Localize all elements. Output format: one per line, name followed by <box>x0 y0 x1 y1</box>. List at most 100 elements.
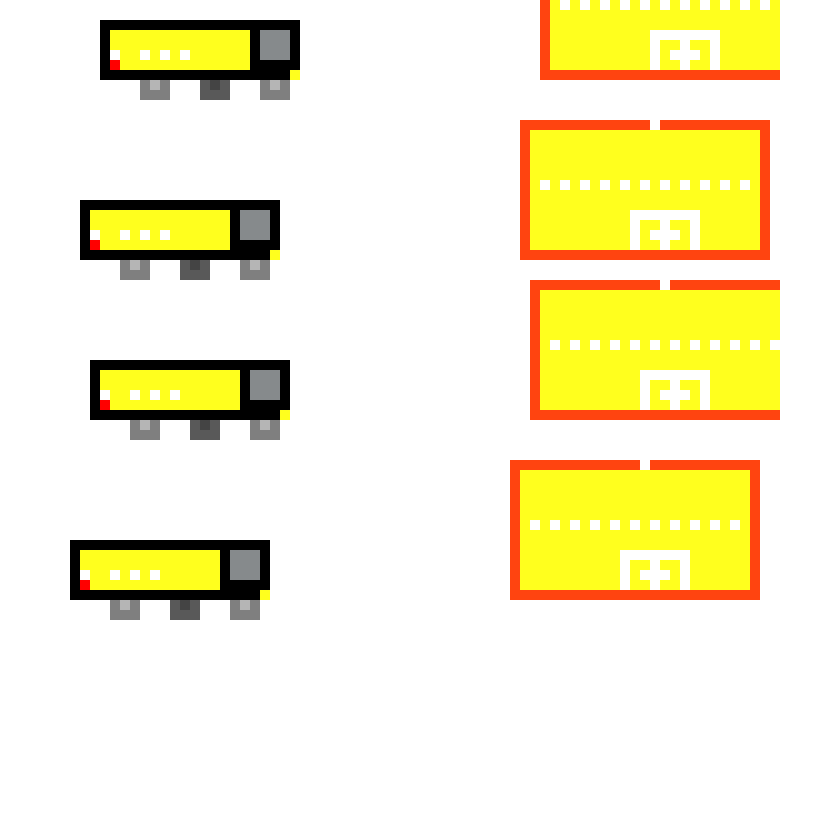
bus-wheel <box>190 420 220 440</box>
bus-wheel <box>120 260 150 280</box>
bus-cab-window <box>240 210 270 240</box>
depot-trim-dot <box>670 340 680 350</box>
depot-trim-dot <box>580 0 590 10</box>
depot-trim-dot <box>650 340 660 350</box>
bus-window <box>140 230 150 240</box>
bus-window <box>140 50 150 60</box>
bus-window <box>120 230 130 240</box>
cross-door-icon[interactable] <box>650 30 720 70</box>
depot-trim-dot <box>530 520 540 530</box>
depot-trim-dot <box>670 520 680 530</box>
depot-trim-dot <box>740 180 750 190</box>
door-cross-v <box>660 220 670 250</box>
depot-trim-dot <box>640 180 650 190</box>
cross-door-icon[interactable] <box>640 370 710 410</box>
bus-wheel-hub <box>190 260 200 270</box>
bus-rear-reflector <box>90 230 100 240</box>
bus-window <box>150 570 160 580</box>
bus-4[interactable] <box>40 540 280 620</box>
bus-tail-light <box>80 580 90 590</box>
depot-trim-dot <box>610 520 620 530</box>
depot-trim-dot <box>630 340 640 350</box>
depot-trim-dot <box>590 340 600 350</box>
depot-trim-dot <box>680 0 690 10</box>
depot-trim-dot <box>560 0 570 10</box>
bus-wheel-hub <box>120 600 130 610</box>
depot-trim-dot <box>730 340 740 350</box>
bus-wheel <box>130 420 160 440</box>
bus-wheel <box>240 260 270 280</box>
bus-2[interactable] <box>50 200 290 280</box>
depot-trim-dot <box>760 0 770 10</box>
bus-cab-window <box>250 370 280 400</box>
depot-trim-dot <box>710 520 720 530</box>
depot-trim-dot <box>740 0 750 10</box>
bus-wheel-hub <box>270 80 280 90</box>
bus-3[interactable] <box>60 360 300 440</box>
depot-1[interactable] <box>540 0 780 80</box>
bus-window <box>180 50 190 60</box>
depot-trim-dot <box>730 520 740 530</box>
depot-trim-dot <box>720 0 730 10</box>
cross-door-icon[interactable] <box>630 210 700 250</box>
bus-headlight <box>260 590 270 600</box>
door-cross-v <box>670 380 680 410</box>
depot-trim-dot <box>640 0 650 10</box>
depot-trim-dot <box>700 0 710 10</box>
bus-wheel-hub <box>210 80 220 90</box>
depot-trim-dot <box>570 520 580 530</box>
bus-wheel <box>170 600 200 620</box>
bus-1[interactable] <box>70 20 310 100</box>
depot-roof-gap <box>640 460 650 470</box>
door-cross-v <box>680 40 690 70</box>
bus-cab-window <box>260 30 290 60</box>
depot-2[interactable] <box>520 120 770 260</box>
bus-headlight <box>270 250 280 260</box>
depot-trim-dot <box>550 520 560 530</box>
depot-trim-dot <box>550 340 560 350</box>
bus-window <box>130 390 140 400</box>
bus-window <box>170 390 180 400</box>
bus-rear-reflector <box>80 570 90 580</box>
depot-roof-gap <box>660 280 670 290</box>
bus-window <box>150 390 160 400</box>
depot-4[interactable] <box>510 460 760 600</box>
depot-trim-dot <box>630 520 640 530</box>
bus-tail-light <box>100 400 110 410</box>
depot-trim-dot <box>660 0 670 10</box>
depot-trim-dot <box>600 180 610 190</box>
depot-trim-dot <box>610 340 620 350</box>
depot-trim-dot <box>620 180 630 190</box>
bus-wheel-hub <box>180 600 190 610</box>
door-cross-v <box>650 560 660 590</box>
depot-trim-dot <box>600 0 610 10</box>
bus-wheel-hub <box>140 420 150 430</box>
depot-trim-dot <box>770 340 780 350</box>
bus-wheel-hub <box>250 260 260 270</box>
bus-wheel <box>110 600 140 620</box>
bus-wheel <box>140 80 170 100</box>
bus-wheel-hub <box>150 80 160 90</box>
bus-window <box>160 50 170 60</box>
cross-door-icon[interactable] <box>620 550 690 590</box>
bus-tail-light <box>90 240 100 250</box>
bus-wheel-hub <box>200 420 210 430</box>
depot-trim-dot <box>700 180 710 190</box>
bus-rear-reflector <box>100 390 110 400</box>
bus-wheel-hub <box>240 600 250 610</box>
bus-wheel <box>230 600 260 620</box>
depot-trim-dot <box>540 180 550 190</box>
depot-trim-dot <box>750 340 760 350</box>
bus-wheel <box>200 80 230 100</box>
depot-trim-dot <box>710 340 720 350</box>
depot-3[interactable] <box>530 280 780 420</box>
depot-trim-dot <box>720 180 730 190</box>
bus-cab-window <box>230 550 260 580</box>
depot-trim-dot <box>690 340 700 350</box>
depot-trim-dot <box>650 520 660 530</box>
bus-wheel <box>260 80 290 100</box>
depot-trim-dot <box>620 0 630 10</box>
depot-roof-gap <box>650 120 660 130</box>
depot-trim-dot <box>560 180 570 190</box>
